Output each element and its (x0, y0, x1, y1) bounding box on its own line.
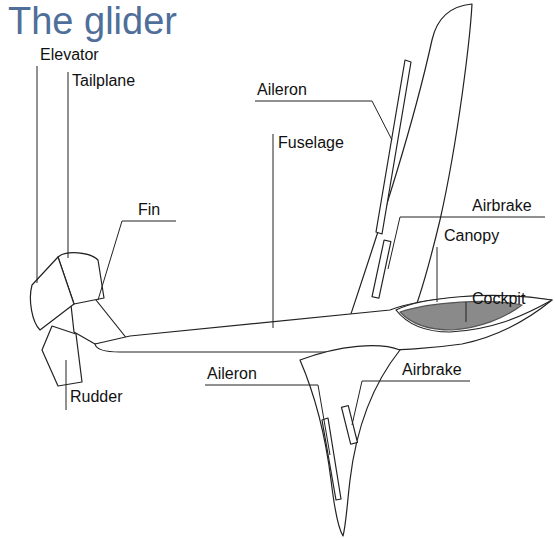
upper-airbrake (372, 240, 391, 298)
rudder (42, 326, 82, 386)
part-label: Cockpit (472, 290, 525, 308)
leader-line (466, 302, 467, 322)
part-label: Aileron (207, 365, 257, 383)
leader-line (37, 66, 38, 283)
part-label: Airbrake (472, 197, 532, 215)
part-label: Rudder (70, 388, 122, 406)
leader-line (437, 247, 438, 302)
part-label: Fuselage (278, 134, 344, 152)
upper-aileron (376, 60, 411, 234)
leader-line (66, 360, 67, 410)
part-label: Elevator (40, 46, 99, 64)
part-label: Tailplane (72, 72, 135, 90)
lower-wing (300, 346, 400, 536)
leader-line (352, 381, 470, 425)
leader-line (98, 221, 176, 300)
lower-aileron (322, 418, 341, 500)
upper-wing (345, 4, 472, 332)
part-label: Canopy (444, 227, 499, 245)
leader-line (273, 134, 274, 328)
leader-line (68, 72, 69, 258)
part-label: Fin (138, 201, 160, 219)
leader-line (205, 385, 330, 455)
part-label: Airbrake (402, 361, 462, 379)
title: The glider (8, 0, 177, 42)
leader-line (388, 217, 545, 269)
part-label: Aileron (257, 81, 307, 99)
